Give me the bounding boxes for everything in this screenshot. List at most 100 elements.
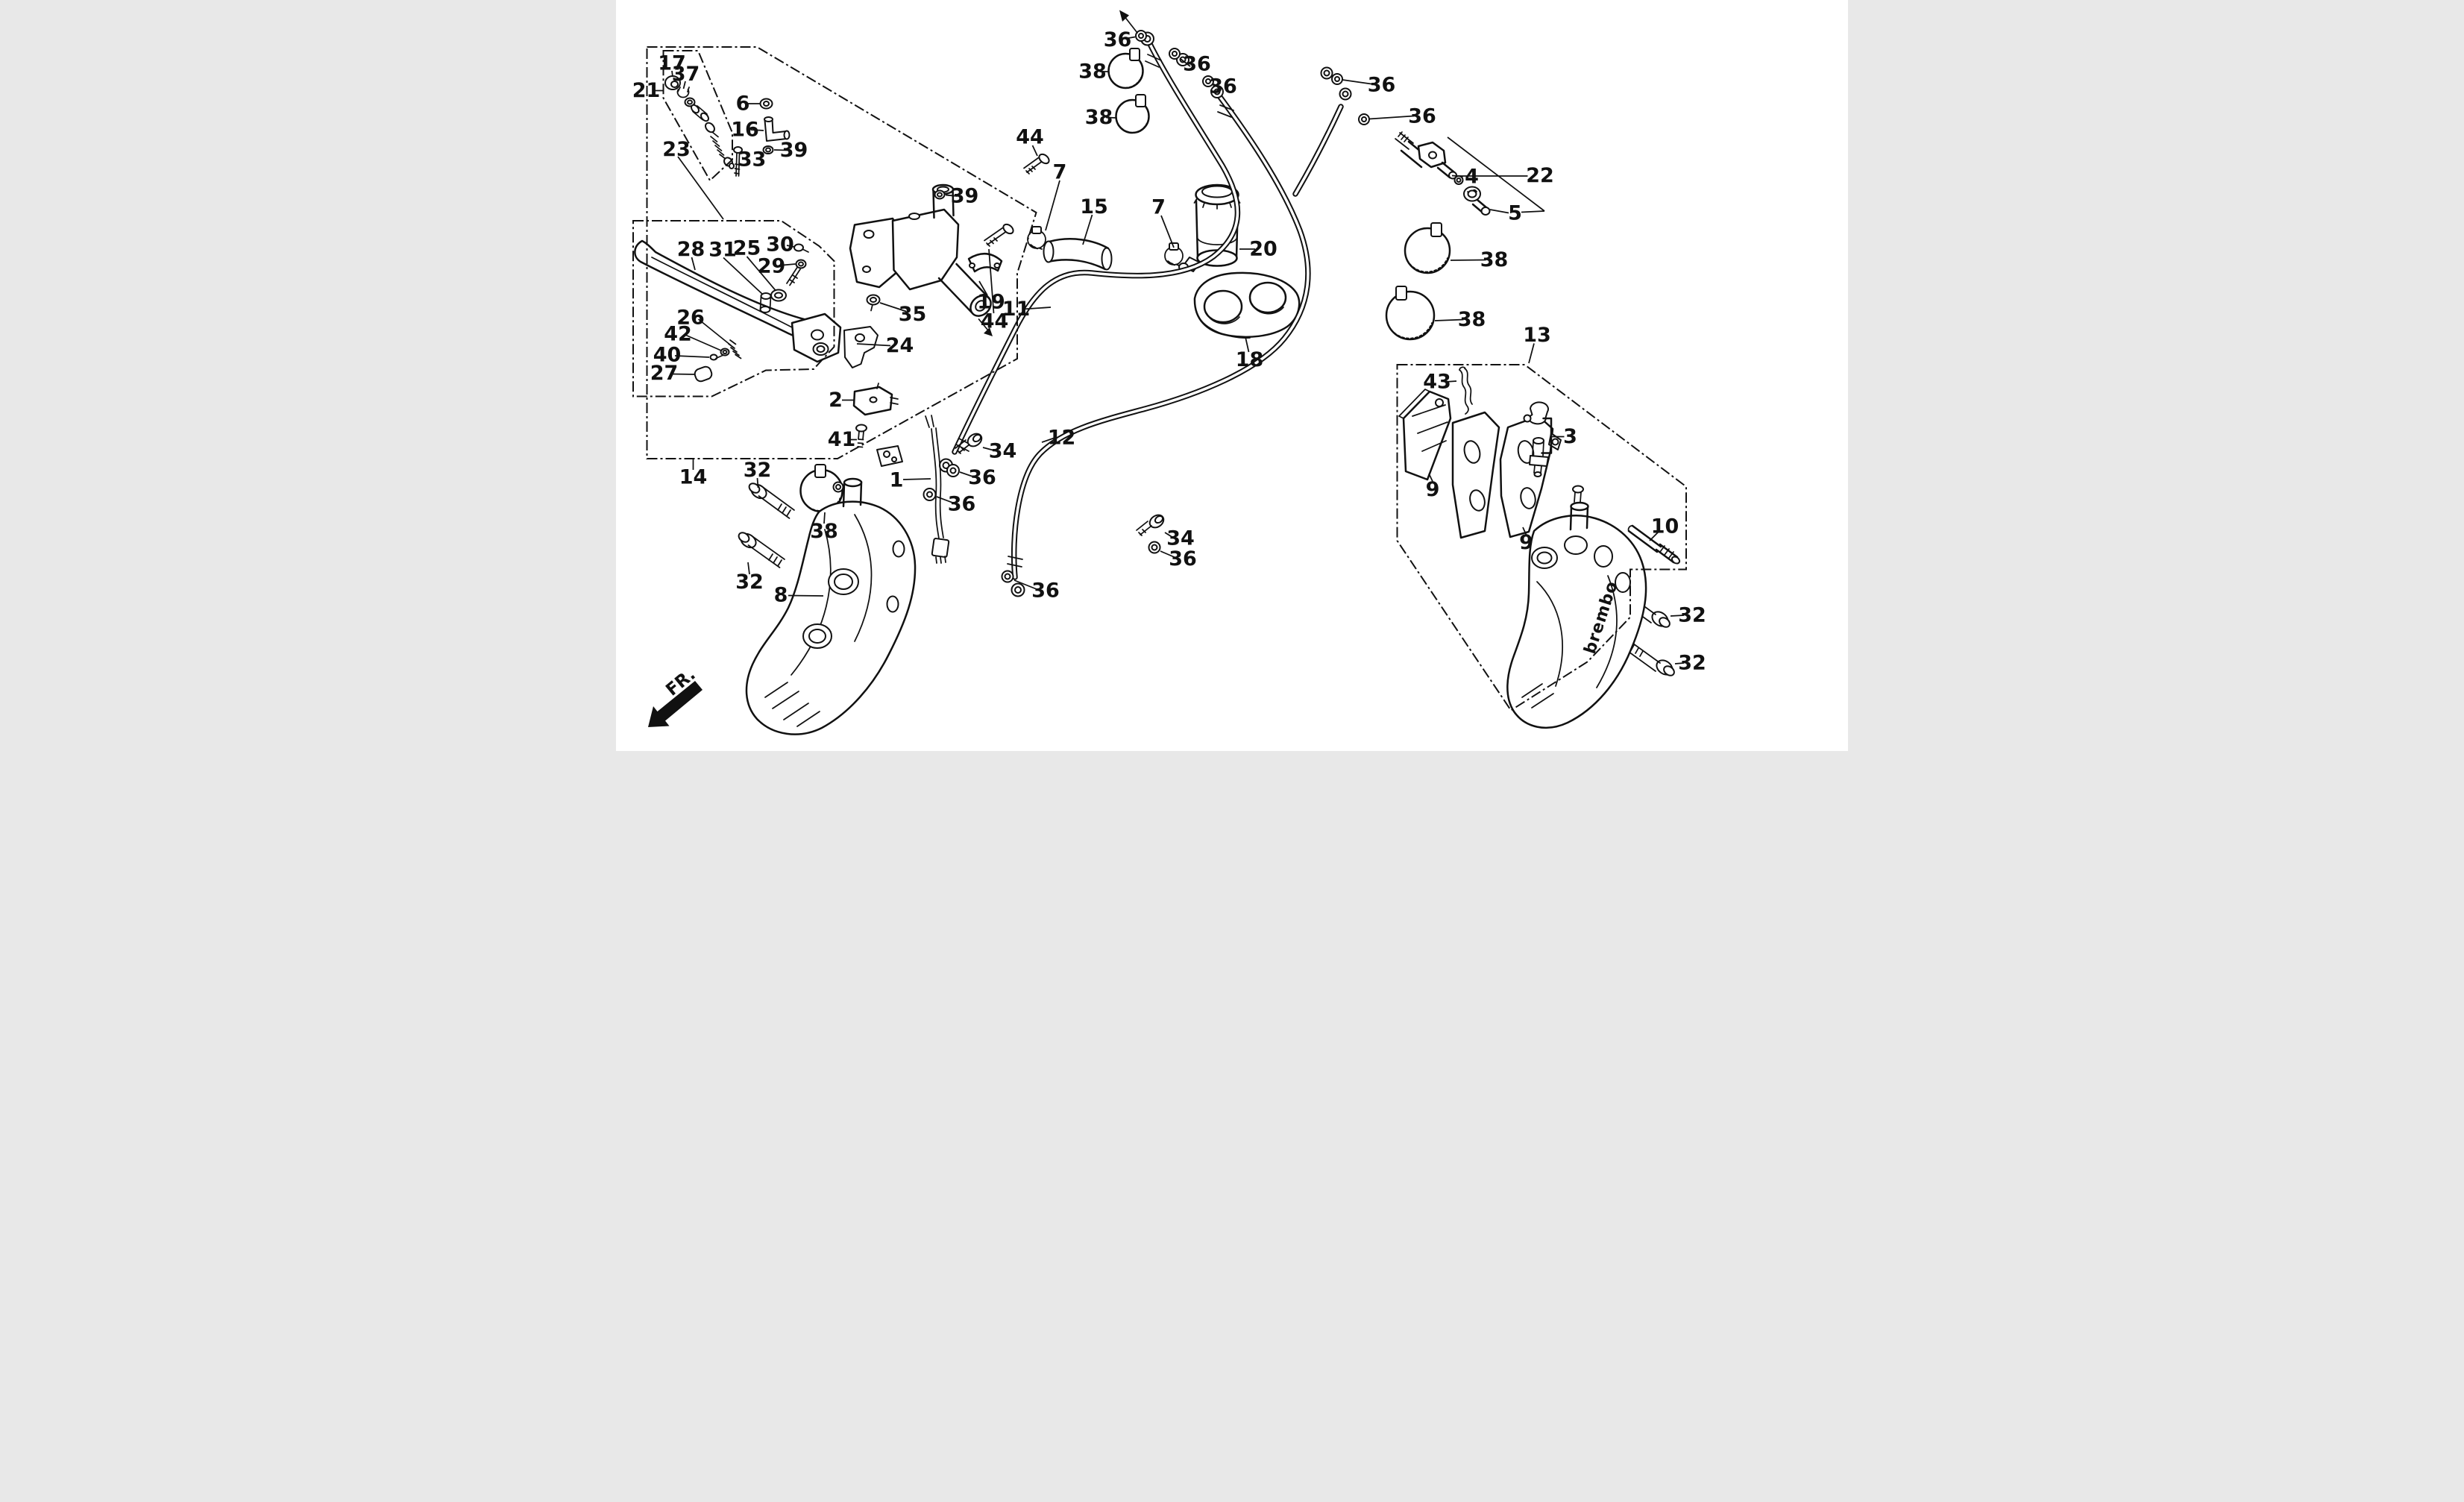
leader-line-38 (1450, 259, 1486, 261)
part-label-41: 41 (828, 428, 856, 451)
part-label-44: 44 (981, 310, 1009, 333)
part-label-34: 34 (989, 440, 1017, 463)
leader-line-32 (747, 562, 750, 575)
brake-pad-9-inner (1451, 411, 1500, 539)
part-label-25: 25 (733, 237, 761, 260)
bolts-drawing (738, 153, 1675, 676)
leader-line-23 (677, 156, 724, 220)
bolt-32-a (748, 483, 795, 519)
part-label-28: 28 (677, 238, 705, 261)
leader-line-16 (750, 129, 764, 131)
bleed-valve-drawing (1523, 401, 1681, 565)
left-caliper-drawing (745, 477, 917, 735)
part-label-13: 13 (1523, 324, 1551, 347)
brake-switch-drawing (852, 383, 899, 448)
clamp-38-top1 (1107, 48, 1144, 89)
leader-line-7 (1160, 215, 1175, 248)
part-label-8: 8 (774, 584, 788, 607)
part-label-21: 21 (632, 79, 661, 102)
part-label-7: 7 (1053, 161, 1067, 184)
pad-pin-10 (1627, 524, 1681, 565)
part-label-22: 22 (1526, 164, 1554, 187)
leader-line-44 (1031, 145, 1038, 157)
leader-line-42 (685, 334, 722, 351)
leader-line-25 (746, 256, 776, 292)
lever-perch-24 (843, 326, 879, 368)
group-box-21 (662, 50, 733, 182)
part-label-40: 40 (653, 344, 682, 367)
leader-line-30 (786, 245, 794, 248)
leader-line-36 (1368, 115, 1415, 120)
clamp-7a (1027, 226, 1046, 250)
part-label-36: 36 (968, 466, 996, 489)
brake-lever-drawing (634, 239, 879, 383)
pushrod-40 (709, 353, 718, 361)
supply-hose-drawing (1027, 226, 1184, 271)
leader-line-36 (1342, 79, 1374, 85)
leader-line-29 (778, 263, 796, 266)
part-label-23: 23 (662, 138, 691, 161)
part-label-33: 33 (738, 148, 767, 172)
group-box-14 (646, 46, 1037, 459)
reservoir-drawing (1178, 183, 1301, 339)
part-label-17: 17 (658, 52, 686, 75)
part-label-36: 36 (1408, 105, 1436, 128)
leader-line-31 (723, 257, 764, 295)
spring-26 (728, 339, 742, 359)
assembly-arrow-top (1119, 10, 1138, 34)
part-label-44: 44 (1016, 126, 1044, 149)
group-boxes (632, 46, 1687, 711)
part-label-10: 10 (1651, 515, 1679, 538)
bleed-valve-3 (1533, 437, 1544, 444)
leader-line-34 (1164, 532, 1175, 539)
leader-line-43 (1445, 380, 1457, 383)
leader-line-12 (1041, 437, 1055, 443)
leader-line-5 (1489, 209, 1509, 214)
pad-plate-9 (1499, 415, 1554, 538)
group-box-13 (1396, 364, 1687, 711)
leader-line-26 (697, 318, 732, 346)
connector (931, 538, 950, 558)
leader-line-36 (1180, 58, 1191, 67)
leader-line-11 (1022, 307, 1052, 310)
part-label-6: 6 (736, 92, 750, 116)
leader-line-34 (982, 447, 996, 452)
part-label-7: 7 (1151, 196, 1166, 219)
master-cylinder-drawing (849, 183, 1003, 317)
part-label-36: 36 (1031, 579, 1060, 603)
master-cylinder-fasteners (733, 98, 946, 200)
part-label-32: 32 (744, 459, 772, 482)
leader-line-15 (1082, 214, 1093, 245)
clamp-38-right1 (1404, 222, 1451, 274)
bolt-32-b (738, 532, 785, 568)
part-label-9: 9 (1426, 478, 1440, 501)
part-label-32: 32 (735, 571, 764, 594)
fr-direction-arrow: FR. (648, 664, 703, 727)
leader-line-36 (1160, 550, 1177, 559)
leader-line-7 (1045, 180, 1060, 231)
part-label-37: 37 (672, 63, 700, 86)
elbow-joint-16 (764, 119, 788, 142)
leader-line-39 (945, 194, 958, 197)
leader-line-44 (988, 248, 995, 314)
part-label-36: 36 (948, 493, 976, 516)
leader-line-9 (1522, 527, 1527, 535)
screw-33 (733, 146, 743, 154)
part-label-29: 29 (758, 255, 786, 278)
leader-line-8 (788, 594, 824, 597)
leader-line-33 (741, 157, 747, 160)
leader-line-37 (682, 81, 686, 89)
leader-line-38 (1105, 116, 1117, 119)
part-label-38: 38 (1078, 60, 1107, 84)
leader-line-32 (1674, 662, 1685, 664)
parts-diagram-page: brembo (616, 0, 1848, 751)
part-label-36: 36 (1104, 28, 1132, 51)
part-label-3: 3 (1563, 425, 1577, 448)
leader-line-40 (674, 355, 710, 358)
leader-line-36 (936, 496, 955, 504)
hose-clamp-stay-19 (967, 253, 1003, 273)
bolt-44b (984, 223, 1014, 247)
bolt-44a (1023, 153, 1050, 175)
part-label-14: 14 (679, 466, 708, 489)
